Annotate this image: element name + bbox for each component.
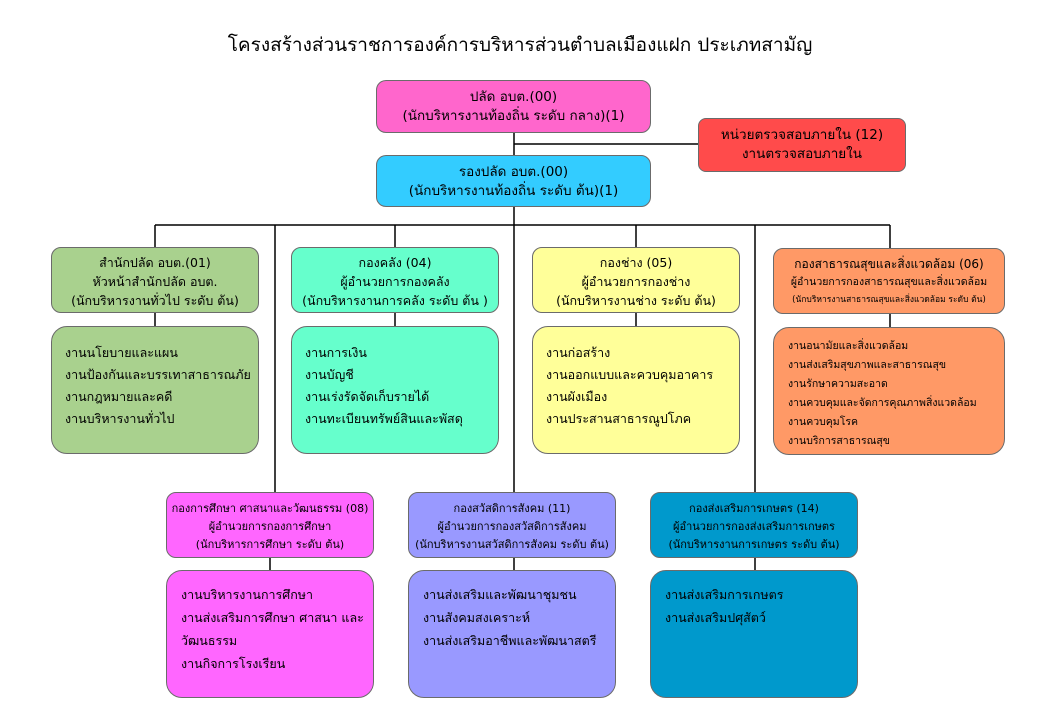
agriculture-head: ผู้อำนวยการกองส่งเสริมการเกษตร xyxy=(673,520,835,533)
finance-task-item: งานการเงิน xyxy=(305,345,367,360)
education-task-item: วัฒนธรรม xyxy=(181,633,238,648)
education-task-item: งานบริหารงานการศึกษา xyxy=(181,587,314,602)
engineering-name: กองช่าง (05) xyxy=(599,255,673,270)
health-task-item: งานบริการสาธารณสุข xyxy=(788,435,890,447)
engineering-head: ผู้อำนวยการกองช่าง xyxy=(581,274,691,289)
rong-palat-rank: (นักบริหารงานท้องถิ่น ระดับ ต้น)(1) xyxy=(408,183,619,199)
office-header: สำนักปลัด อบต.(01) หัวหน้าสำนักปลัด อบต.… xyxy=(51,247,259,313)
palat-box: ปลัด อบต.(00) (นักบริหารงานท้องถิ่น ระดั… xyxy=(376,80,651,133)
welfare-name: กองสวัสดิการสังคม (11) xyxy=(453,502,571,515)
office-task-list: งานนโยบายและแผนงานป้องกันและบรรเทาสาธารณ… xyxy=(65,342,258,430)
finance-task-list: งานการเงินงานบัญชีงานเร่งรัดจัดเก็บรายได… xyxy=(305,342,498,430)
engineering-task-item: งานผังเมือง xyxy=(546,389,608,404)
finance-task-item: งานบัญชี xyxy=(305,367,354,382)
welfare-head: ผู้อำนวยการกองสวัสดิการสังคม xyxy=(437,520,587,533)
agriculture-header: กองส่งเสริมการเกษตร (14) ผู้อำนวยการกองส… xyxy=(650,492,858,558)
finance-task-item: งานทะเบียนทรัพย์สินและพัสดุ xyxy=(305,411,463,426)
welfare-rank: (นักบริหารงานสวัสดิการสังคม ระดับ ต้น) xyxy=(415,538,609,551)
finance-header: กองคลัง (04) ผู้อำนวยการกองคลัง (นักบริห… xyxy=(291,247,499,313)
internal-audit-box: หน่วยตรวจสอบภายใน (12) งานตรวจสอบภายใน xyxy=(698,118,906,172)
health-name: กองสาธารณสุขและสิ่งแวดล้อม (06) xyxy=(794,257,984,271)
welfare-task-item: งานส่งเสริมอาชีพและพัฒนาสตรี xyxy=(423,633,597,648)
office-name: สำนักปลัด อบต.(01) xyxy=(99,255,211,270)
rong-palat-box: รองปลัด อบต.(00) (นักบริหารงานท้องถิ่น ร… xyxy=(376,155,651,207)
health-task-item: งานส่งเสริมสุขภาพและสาธารณสุข xyxy=(788,359,947,371)
finance-rank: (นักบริหารงานการคลัง ระดับ ต้น ) xyxy=(302,293,488,308)
finance-tasks: งานการเงินงานบัญชีงานเร่งรัดจัดเก็บรายได… xyxy=(291,326,499,454)
agriculture-tasks: งานส่งเสริมการเกษตรงานส่งเสริมปศุสัตว์ xyxy=(650,570,858,698)
engineering-header: กองช่าง (05) ผู้อำนวยการกองช่าง (นักบริห… xyxy=(532,247,740,313)
health-task-list: งานอนามัยและสิ่งแวดล้อมงานส่งเสริมสุขภาพ… xyxy=(788,337,1004,451)
education-tasks: งานบริหารงานการศึกษางานส่งเสริมการศึกษา … xyxy=(166,570,374,698)
engineering-rank: (นักบริหารงานช่าง ระดับ ต้น) xyxy=(556,293,716,308)
internal-audit-task: งานตรวจสอบภายใน xyxy=(741,146,863,162)
office-task-item: งานบริหารงานทั่วไป xyxy=(65,411,175,426)
engineering-task-list: งานก่อสร้างงานออกแบบและควบคุมอาคารงานผัง… xyxy=(546,342,739,430)
office-task-item: งานนโยบายและแผน xyxy=(65,345,178,360)
welfare-task-item: งานส่งเสริมและพัฒนาชุมชน xyxy=(423,587,577,602)
rong-palat-title: รองปลัด อบต.(00) xyxy=(458,164,569,180)
welfare-task-item: งานสังคมสงเคราะห์ xyxy=(423,610,531,625)
finance-task-item: งานเร่งรัดจัดเก็บรายได้ xyxy=(305,389,430,404)
education-header: กองการศึกษา ศาสนาและวัฒนธรรม (08) ผู้อำน… xyxy=(166,492,374,558)
education-task-item: งานกิจการโรงเรียน xyxy=(181,656,286,671)
health-task-item: งานควบคุมโรค xyxy=(788,416,859,428)
palat-title: ปลัด อบต.(00) xyxy=(469,89,558,105)
engineering-task-item: งานก่อสร้าง xyxy=(546,345,611,360)
welfare-tasks: งานส่งเสริมและพัฒนาชุมชนงานสังคมสงเคราะห… xyxy=(408,570,616,698)
chart-title: โครงสร้างส่วนราชการองค์การบริหารส่วนตำบล… xyxy=(227,34,813,56)
welfare-header: กองสวัสดิการสังคม (11) ผู้อำนวยการกองสวั… xyxy=(408,492,616,558)
health-rank: (นักบริหารงานสาธารณสุขและสิ่งแวดล้อม ระด… xyxy=(792,295,986,305)
agriculture-task-item: งานส่งเสริมปศุสัตว์ xyxy=(665,610,766,625)
engineering-tasks: งานก่อสร้างงานออกแบบและควบคุมอาคารงานผัง… xyxy=(532,326,740,454)
education-task-list: งานบริหารงานการศึกษางานส่งเสริมการศึกษา … xyxy=(181,583,373,675)
education-rank: (นักบริหารการศึกษา ระดับ ต้น) xyxy=(195,538,345,551)
health-head: ผู้อำนวยการกองสาธารณสุขและสิ่งแวดล้อม xyxy=(790,276,988,288)
education-name: กองการศึกษา ศาสนาและวัฒนธรรม (08) xyxy=(171,502,369,515)
office-head: หัวหน้าสำนักปลัด อบต. xyxy=(92,274,218,289)
agriculture-task-list: งานส่งเสริมการเกษตรงานส่งเสริมปศุสัตว์ xyxy=(665,583,857,629)
palat-rank: (นักบริหารงานท้องถิ่น ระดับ กลาง)(1) xyxy=(402,108,625,124)
finance-name: กองคลัง (04) xyxy=(358,255,432,270)
health-tasks: งานอนามัยและสิ่งแวดล้อมงานส่งเสริมสุขภาพ… xyxy=(773,327,1005,455)
education-head: ผู้อำนวยการกองการศึกษา xyxy=(208,520,332,533)
internal-audit-title: หน่วยตรวจสอบภายใน (12) xyxy=(720,127,884,143)
office-rank: (นักบริหารงานทั่วไป ระดับ ต้น) xyxy=(71,293,239,308)
office-task-item: งานกฎหมายและคดี xyxy=(65,389,173,404)
agriculture-name: กองส่งเสริมการเกษตร (14) xyxy=(689,502,819,515)
finance-head: ผู้อำนวยการกองคลัง xyxy=(340,274,450,289)
engineering-task-item: งานประสานสาธารณูปโภค xyxy=(546,411,692,426)
office-task-item: งานป้องกันและบรรเทาสาธารณภัย xyxy=(65,367,251,382)
education-task-item: งานส่งเสริมการศึกษา ศาสนา และ xyxy=(181,610,364,625)
agriculture-rank: (นักบริหารงานการเกษตร ระดับ ต้น) xyxy=(668,538,840,551)
engineering-task-item: งานออกแบบและควบคุมอาคาร xyxy=(546,367,714,382)
health-task-item: งานรักษาความสะอาด xyxy=(788,378,888,390)
agriculture-task-item: งานส่งเสริมการเกษตร xyxy=(665,587,784,602)
health-header: กองสาธารณสุขและสิ่งแวดล้อม (06) ผู้อำนวย… xyxy=(773,248,1005,314)
office-tasks: งานนโยบายและแผนงานป้องกันและบรรเทาสาธารณ… xyxy=(51,326,259,454)
welfare-task-list: งานส่งเสริมและพัฒนาชุมชนงานสังคมสงเคราะห… xyxy=(423,583,615,652)
health-task-item: งานอนามัยและสิ่งแวดล้อม xyxy=(788,340,909,352)
health-task-item: งานควบคุมและจัดการคุณภาพสิ่งแวดล้อม xyxy=(788,397,977,409)
